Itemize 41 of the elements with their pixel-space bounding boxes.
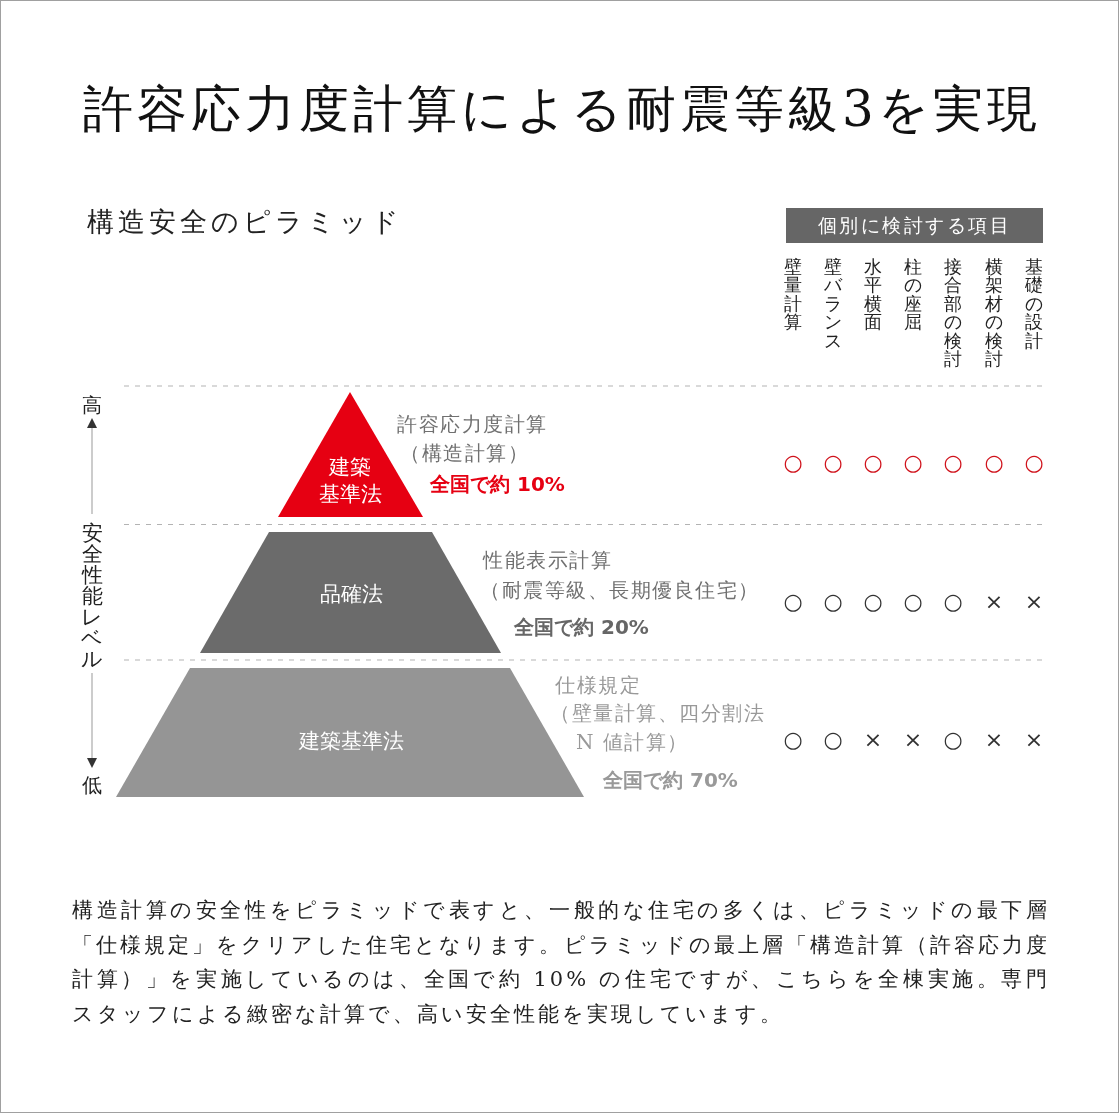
column-heading: 壁バランス bbox=[823, 258, 843, 351]
evaluation-mark: × bbox=[984, 729, 1004, 751]
description-text: 構造計算の安全性をピラミッドで表すと、一般的な住宅の多くは、ピラミッドの最下層「仕様規定」をクリアした住宅となります。ピラミッドの最上層「構造計算（許容応力度計算）」を実施しているのは、全国で約 10% の住宅ですが、こちらを全棟実施。専門スタッフによる緻密な計算で、高い安全性能を実現しています。 bbox=[72, 897, 1050, 1028]
evaluation-mark: × bbox=[863, 729, 883, 751]
evaluation-mark: × bbox=[1024, 729, 1044, 751]
evaluation-mark: ○ bbox=[783, 729, 803, 751]
evaluation-mark: ○ bbox=[903, 452, 923, 474]
evaluation-mark: ○ bbox=[943, 729, 963, 751]
evaluation-mark: ○ bbox=[783, 452, 803, 474]
evaluation-mark: × bbox=[903, 729, 923, 751]
evaluation-mark: ○ bbox=[863, 452, 883, 474]
axis-label: 安全性能レベル bbox=[80, 522, 104, 670]
tier-description: 仕様規定 bbox=[555, 673, 641, 697]
tier-label: 建築基準法 bbox=[298, 727, 404, 755]
evaluation-mark: ○ bbox=[943, 452, 963, 474]
percentage-label: 全国で約 10% bbox=[430, 472, 565, 496]
tier-label: 建築基準法 bbox=[318, 454, 382, 508]
page-title: 許容応力度計算による耐震等級3を実現 bbox=[83, 81, 1041, 139]
section-heading: 構造安全のピラミッド bbox=[87, 205, 403, 239]
evaluation-mark: × bbox=[1024, 591, 1044, 613]
tier-description: （構造計算） bbox=[400, 441, 529, 465]
tier-description: （壁量計算、四分割法 N 値計算） bbox=[550, 700, 766, 756]
pyramid-tier bbox=[200, 532, 501, 653]
evaluation-mark: ○ bbox=[1024, 452, 1044, 474]
tier-label: 品確法 bbox=[319, 580, 383, 608]
evaluation-mark: × bbox=[984, 591, 1004, 613]
evaluation-mark: ○ bbox=[783, 591, 803, 613]
evaluation-mark: ○ bbox=[823, 729, 843, 751]
percentage-label: 全国で約 20% bbox=[514, 615, 649, 639]
tier-description: 性能表示計算 bbox=[483, 548, 612, 572]
evaluation-mark: ○ bbox=[863, 591, 883, 613]
table-header: 個別に検討する項目 bbox=[786, 208, 1043, 243]
percentage-label: 全国で約 70% bbox=[603, 768, 738, 792]
evaluation-mark: ○ bbox=[823, 591, 843, 613]
evaluation-mark: ○ bbox=[984, 452, 1004, 474]
evaluation-mark: ○ bbox=[823, 452, 843, 474]
tier-description: （耐震等級、長期優良住宅） bbox=[480, 578, 760, 602]
evaluation-mark: ○ bbox=[903, 591, 923, 613]
axis-label: 高 bbox=[82, 394, 102, 416]
tier-description: 許容応力度計算 bbox=[397, 412, 548, 436]
evaluation-mark: ○ bbox=[943, 591, 963, 613]
